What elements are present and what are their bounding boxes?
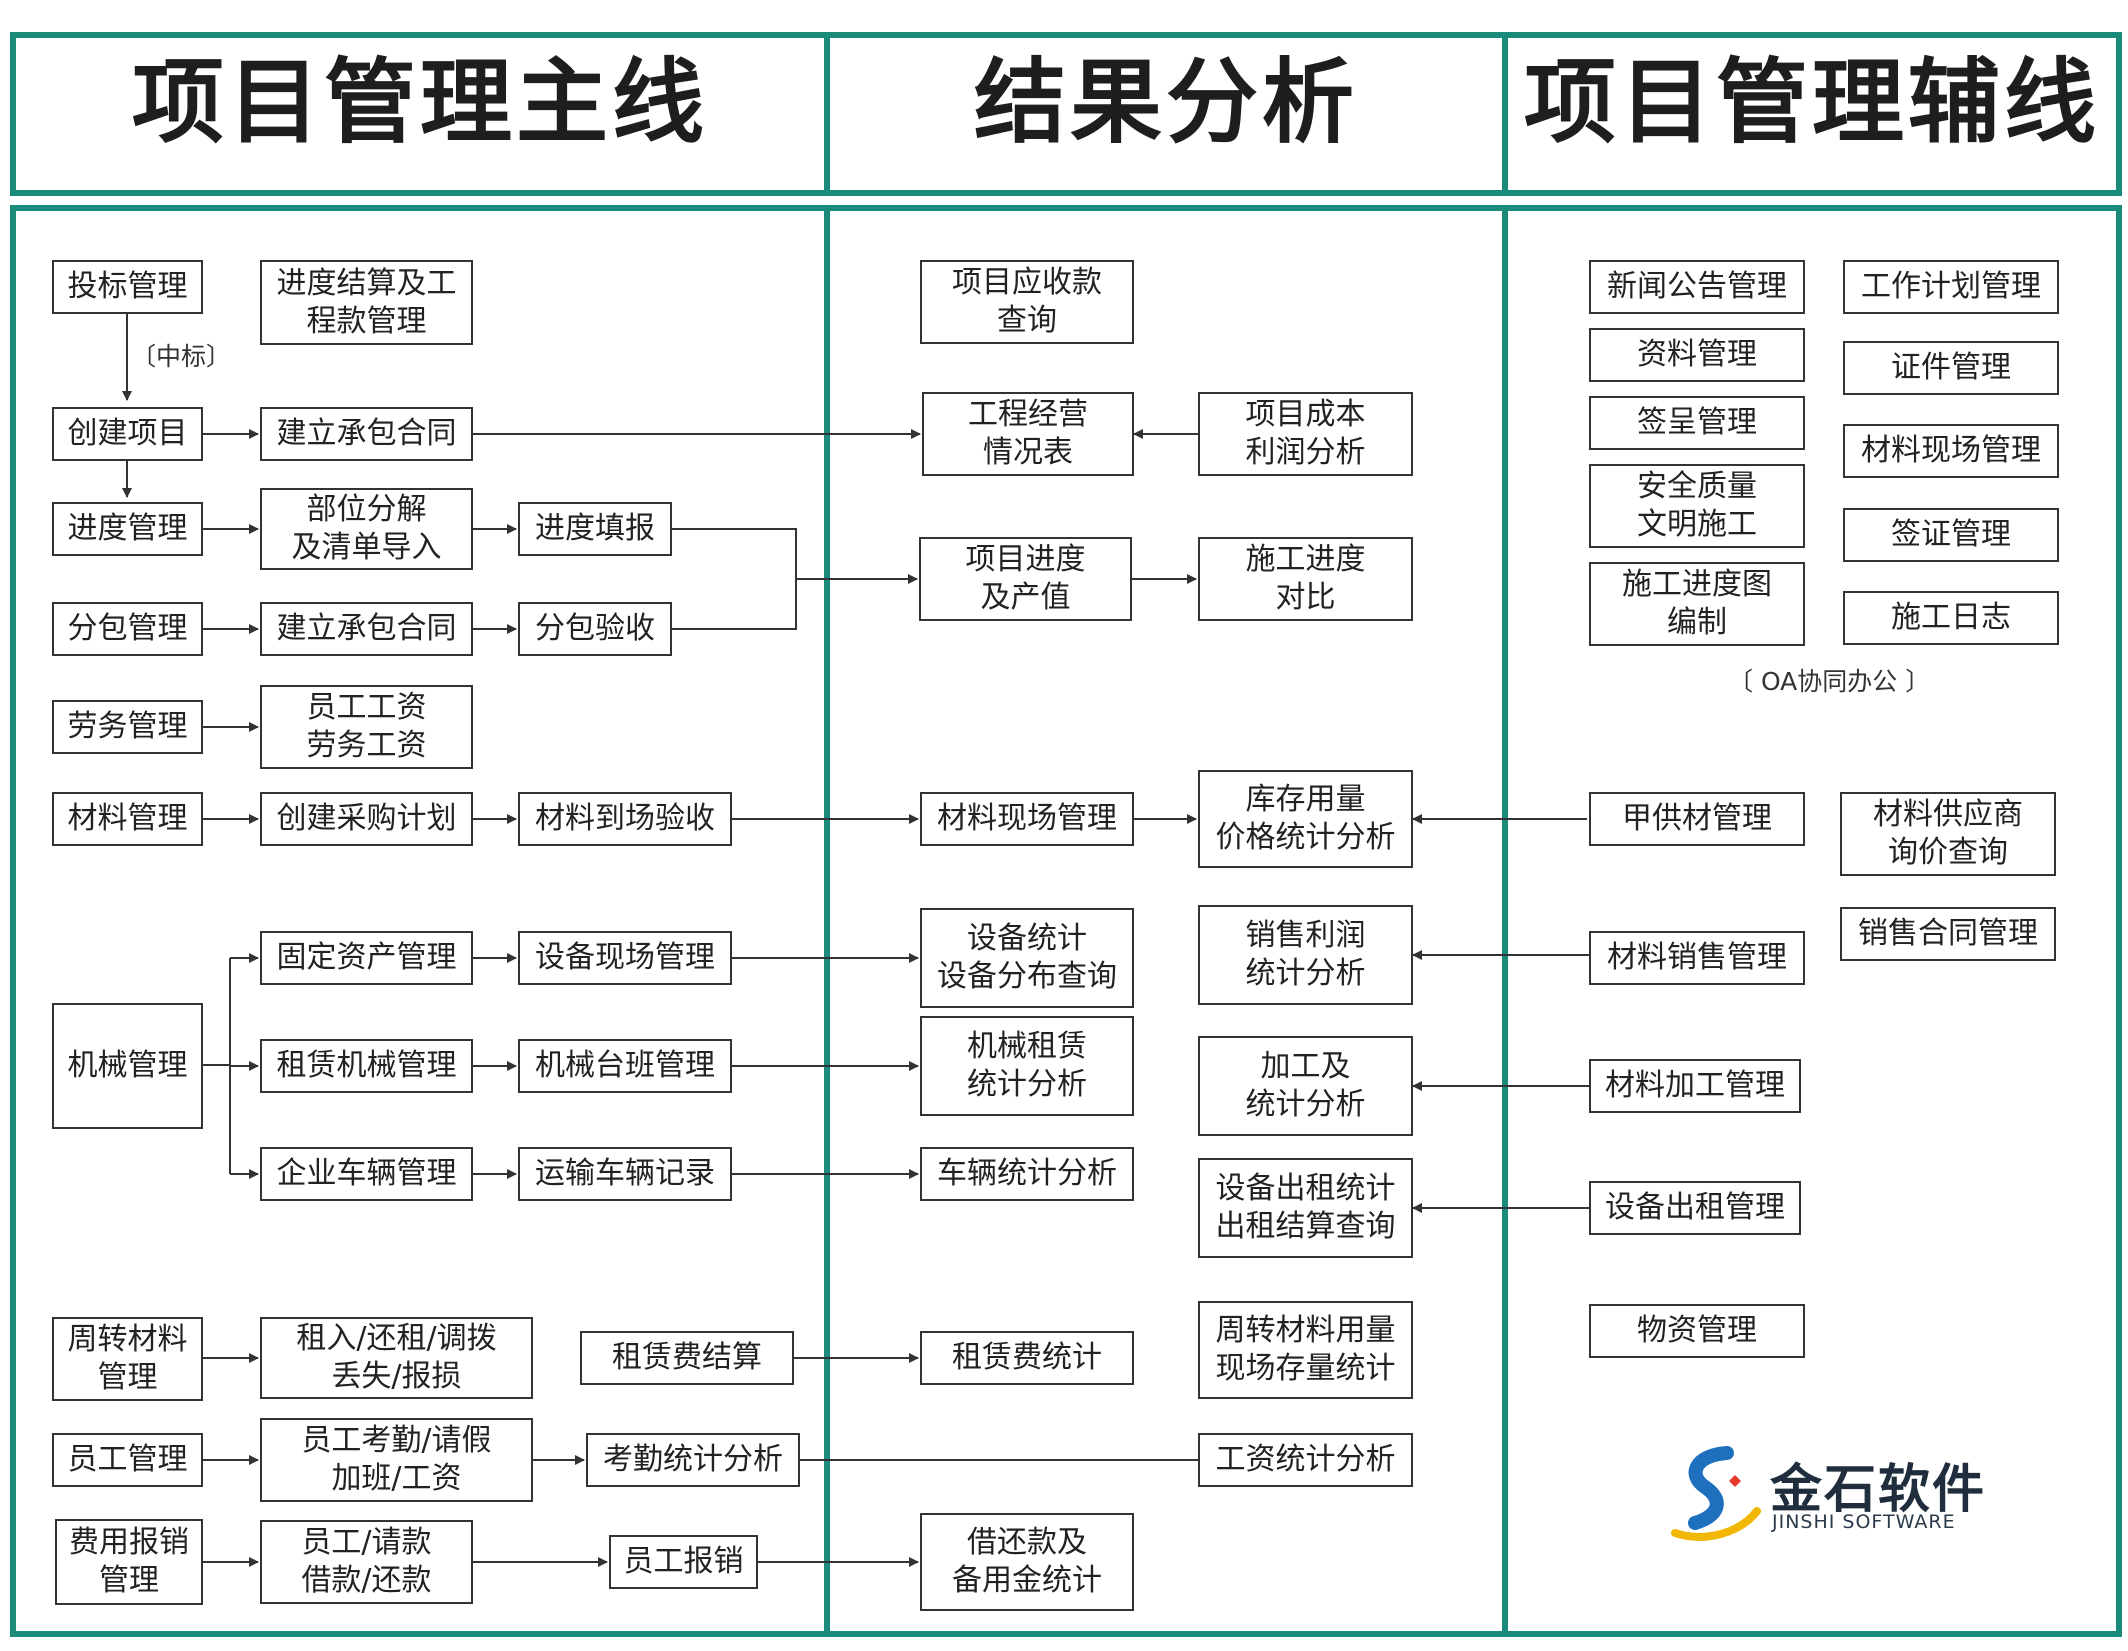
processing-stats-box[interactable]: 加工及 统计分析 — [1198, 1036, 1413, 1136]
line-machinery-bracket — [203, 958, 231, 1174]
equipment-site-box[interactable]: 设备现场管理 — [518, 931, 732, 985]
logo-name: 金石软件 — [1770, 1460, 1987, 1520]
progress-compare-box[interactable]: 施工进度 对比 — [1198, 537, 1413, 621]
expense-management-box[interactable]: 费用报销 管理 — [55, 1519, 203, 1605]
vehicle-stats-box[interactable]: 车辆统计分析 — [920, 1147, 1134, 1201]
work-plan-box[interactable]: 工作计划管理 — [1843, 260, 2059, 314]
material-management-box[interactable]: 材料管理 — [52, 792, 203, 846]
header-result-analysis: 结果分析 — [973, 47, 1358, 156]
column-frame-aux — [1502, 205, 2122, 1637]
rent-operations-box[interactable]: 租入/还租/调拨 丢失/报损 — [260, 1317, 533, 1399]
reimbursement-box[interactable]: 员工报销 — [609, 1535, 758, 1589]
machine-shift-box[interactable]: 机械台班管理 — [518, 1039, 732, 1093]
equipment-rental-box[interactable]: 设备出租管理 — [1589, 1181, 1801, 1235]
wage-stats-box[interactable]: 工资统计分析 — [1198, 1433, 1413, 1487]
header-aux-line: 项目管理辅线 — [1523, 47, 2100, 156]
attendance-stats-box[interactable]: 考勤统计分析 — [586, 1433, 800, 1487]
sub-accept-box[interactable]: 分包验收 — [518, 602, 672, 656]
material-sales-box[interactable]: 材料销售管理 — [1589, 931, 1805, 985]
equipment-stats-box[interactable]: 设备统计 设备分布查询 — [920, 908, 1134, 1008]
header-frame-aux — [1502, 32, 2122, 196]
sales-contract-box[interactable]: 销售合同管理 — [1840, 907, 2056, 961]
lease-settlement-box[interactable]: 租赁费结算 — [580, 1331, 794, 1385]
loan-stats-box[interactable]: 借还款及 备用金统计 — [920, 1513, 1134, 1611]
lease-fee-stats-box[interactable]: 租赁费统计 — [920, 1331, 1134, 1385]
goods-management-box[interactable]: 物资管理 — [1589, 1304, 1805, 1358]
certificates-box[interactable]: 证件管理 — [1843, 341, 2059, 395]
sales-profit-box[interactable]: 销售利润 统计分析 — [1198, 905, 1413, 1005]
attendance-box[interactable]: 员工考勤/请假 加班/工资 — [260, 1418, 533, 1502]
decompose-box[interactable]: 部位分解 及清单导入 — [260, 488, 473, 570]
safety-box[interactable]: 安全质量 文明施工 — [1589, 464, 1805, 548]
progress-fill-box[interactable]: 进度填报 — [518, 502, 672, 556]
create-project-box[interactable]: 创建项目 — [52, 407, 203, 461]
oa-label: 〔 OA协同办公 〕 — [1728, 667, 1931, 696]
bid-management-box[interactable]: 投标管理 — [52, 260, 203, 314]
operations-report-box[interactable]: 工程经营 情况表 — [922, 392, 1134, 476]
owner-supply-box[interactable]: 甲供材管理 — [1589, 792, 1805, 846]
purchase-plan-box[interactable]: 创建采购计划 — [260, 792, 473, 846]
progress-output-box[interactable]: 项目进度 及产值 — [919, 537, 1132, 621]
material-site-analysis-box[interactable]: 材料现场管理 — [920, 792, 1134, 846]
material-accept-box[interactable]: 材料到场验收 — [518, 792, 732, 846]
contract-box-1[interactable]: 建立承包合同 — [260, 407, 473, 461]
fixed-assets-box[interactable]: 固定资产管理 — [260, 931, 473, 985]
material-site-aux-box[interactable]: 材料现场管理 — [1843, 424, 2059, 478]
lease-stats-box[interactable]: 机械租赁 统计分析 — [920, 1016, 1134, 1116]
subcontract-box[interactable]: 分包管理 — [52, 602, 203, 656]
machinery-management-box[interactable]: 机械管理 — [52, 1003, 203, 1129]
schedule-chart-box[interactable]: 施工进度图 编制 — [1589, 562, 1805, 646]
wages-box[interactable]: 员工工资 劳务工资 — [260, 685, 473, 769]
turnover-stats-box[interactable]: 周转材料用量 现场存量统计 — [1198, 1301, 1413, 1399]
line-fill-bracket — [672, 528, 797, 630]
transport-record-box[interactable]: 运输车辆记录 — [518, 1147, 732, 1201]
contract-box-2[interactable]: 建立承包合同 — [260, 602, 473, 656]
expense-items-box[interactable]: 员工/请款 借款/还款 — [260, 1520, 473, 1604]
turnover-material-box[interactable]: 周转材料 管理 — [52, 1317, 203, 1401]
header-main-line: 项目管理主线 — [131, 47, 708, 156]
cost-profit-box[interactable]: 项目成本 利润分析 — [1198, 392, 1413, 476]
staff-management-box[interactable]: 员工管理 — [52, 1433, 203, 1487]
visa-box[interactable]: 签证管理 — [1843, 508, 2059, 562]
receivable-query-box[interactable]: 项目应收款 查询 — [920, 260, 1134, 344]
construction-log-box[interactable]: 施工日志 — [1843, 591, 2059, 645]
logo-mark-icon — [1671, 1446, 1761, 1541]
progress-management-box[interactable]: 进度管理 — [52, 502, 203, 556]
material-process-box[interactable]: 材料加工管理 — [1589, 1059, 1801, 1113]
documents-box[interactable]: 资料管理 — [1589, 328, 1805, 382]
progress-settlement-box[interactable]: 进度结算及工 程款管理 — [260, 260, 473, 345]
lease-machinery-box[interactable]: 租赁机械管理 — [260, 1039, 473, 1093]
inventory-stats-box[interactable]: 库存用量 价格统计分析 — [1198, 770, 1413, 868]
rental-stats-box[interactable]: 设备出租统计 出租结算查询 — [1198, 1158, 1413, 1258]
news-box[interactable]: 新闻公告管理 — [1589, 260, 1805, 314]
supplier-inquiry-box[interactable]: 材料供应商 询价查询 — [1840, 792, 2056, 876]
submission-box[interactable]: 签呈管理 — [1589, 396, 1805, 450]
win-bid-label: 〔中标〕 — [131, 342, 232, 371]
vehicle-management-box[interactable]: 企业车辆管理 — [260, 1147, 473, 1201]
company-logo: 金石软件 JINSHI SOFTWARE — [1665, 1445, 1995, 1545]
logo-subtitle: JINSHI SOFTWARE — [1772, 1511, 1956, 1533]
labor-management-box[interactable]: 劳务管理 — [52, 700, 203, 754]
